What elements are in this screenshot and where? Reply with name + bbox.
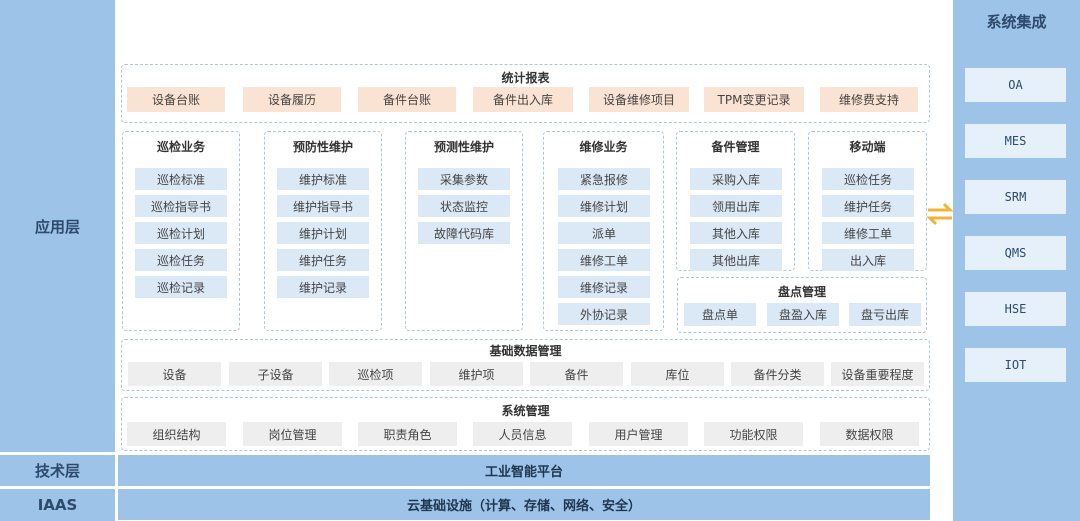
module-title: 备件管理 (711, 140, 760, 154)
integration-item: MES (965, 124, 1066, 158)
basedata-item: 设备重要程度 (831, 362, 924, 386)
module-item: 维护计划 (277, 222, 369, 244)
module-title: 维修业务 (579, 140, 628, 154)
inventory-item: 盘盈入库 (767, 303, 839, 326)
basedata-item: 设备 (128, 362, 221, 386)
module-item: 其他入库 (690, 222, 782, 244)
module-item: 领用出库 (690, 195, 782, 217)
module-item: 故障代码库 (418, 222, 510, 244)
integration-item: QMS (965, 236, 1066, 270)
module-item: 维修工单 (558, 249, 650, 271)
infra-bar: 云基础设施（计算、存储、网络、安全） (118, 489, 930, 520)
module-item: 巡检任务 (822, 168, 914, 190)
basedata-item: 库位 (631, 362, 724, 386)
report-chip: TPM变更记录 (704, 87, 804, 112)
tech-layer-label: 技术层 (0, 455, 115, 486)
report-chip: 设备维修项目 (589, 87, 689, 112)
module-item: 维修工单 (822, 222, 914, 244)
sysmgmt-item: 功能权限 (704, 422, 803, 446)
module-item: 采集参数 (418, 168, 510, 190)
integration-item: SRM (965, 180, 1066, 214)
platform-bar: 工业智能平台 (118, 455, 930, 486)
module-item: 采购入库 (690, 168, 782, 190)
module-item: 巡检任务 (135, 249, 227, 271)
basedata-item: 备件分类 (731, 362, 824, 386)
sysmgmt-item: 用户管理 (589, 422, 688, 446)
module-item: 维护标准 (277, 168, 369, 190)
bidirectional-arrow-icon (926, 202, 954, 226)
module-title: 预防性维护 (292, 140, 353, 154)
module-item: 其他出库 (690, 249, 782, 271)
module-item: 巡检指导书 (135, 195, 227, 217)
module-title: 移动端 (849, 140, 886, 154)
module-box (122, 131, 240, 331)
report-chip: 设备履历 (243, 87, 341, 112)
reports-title: 统计报表 (501, 71, 550, 85)
report-chip: 维修费支持 (820, 87, 918, 112)
sysmgmt-item: 岗位管理 (243, 422, 342, 446)
module-item: 巡检标准 (135, 168, 227, 190)
module-title: 预测性维护 (433, 140, 494, 154)
module-item: 维护任务 (822, 195, 914, 217)
module-item: 维护指导书 (277, 195, 369, 217)
report-chip: 设备台账 (127, 87, 225, 112)
integration-title: 系统集成 (986, 12, 1047, 31)
module-item: 紧急报修 (558, 168, 650, 190)
module-item: 维修计划 (558, 195, 650, 217)
module-item: 派单 (558, 222, 650, 244)
integration-item: IOT (965, 348, 1066, 382)
basedata-title: 基础数据管理 (489, 344, 562, 358)
report-chip: 备件台账 (358, 87, 456, 112)
inventory-title: 盘点管理 (777, 285, 826, 299)
report-chip: 备件出入库 (473, 87, 573, 112)
module-item: 状态监控 (418, 195, 510, 217)
module-item: 维护任务 (277, 249, 369, 271)
app-layer-label: 应用层 (0, 0, 115, 452)
module-title: 巡检业务 (156, 140, 205, 154)
sysmgmt-item: 组织结构 (127, 422, 226, 446)
reports-section: 统计报表 (121, 64, 930, 123)
sysmgmt-item: 职责角色 (358, 422, 457, 446)
basedata-item: 备件 (530, 362, 623, 386)
inventory-item: 盘亏出库 (849, 303, 921, 326)
basedata-item: 子设备 (229, 362, 322, 386)
inventory-item: 盘点单 (684, 303, 756, 326)
module-box (264, 131, 382, 331)
iaas-layer-label: IAAS (0, 489, 115, 521)
module-item: 巡检记录 (135, 276, 227, 298)
integration-item: HSE (965, 292, 1066, 326)
basedata-item: 巡检项 (329, 362, 422, 386)
module-box (405, 131, 523, 331)
basedata-section: 基础数据管理 (121, 339, 930, 391)
module-item: 维护记录 (277, 276, 369, 298)
integration-item: OA (965, 68, 1066, 102)
basedata-item: 维护项 (430, 362, 523, 386)
sysmgmt-section: 系统管理 (121, 397, 930, 451)
module-item: 维修记录 (558, 276, 650, 298)
module-box (543, 131, 664, 331)
sysmgmt-item: 数据权限 (820, 422, 919, 446)
module-item: 巡检计划 (135, 222, 227, 244)
inventory-section: 盘点管理 (677, 277, 927, 333)
module-item: 出入库 (822, 249, 914, 271)
module-item: 外协记录 (558, 303, 650, 325)
sysmgmt-item: 人员信息 (473, 422, 572, 446)
sysmgmt-title: 系统管理 (501, 404, 550, 418)
